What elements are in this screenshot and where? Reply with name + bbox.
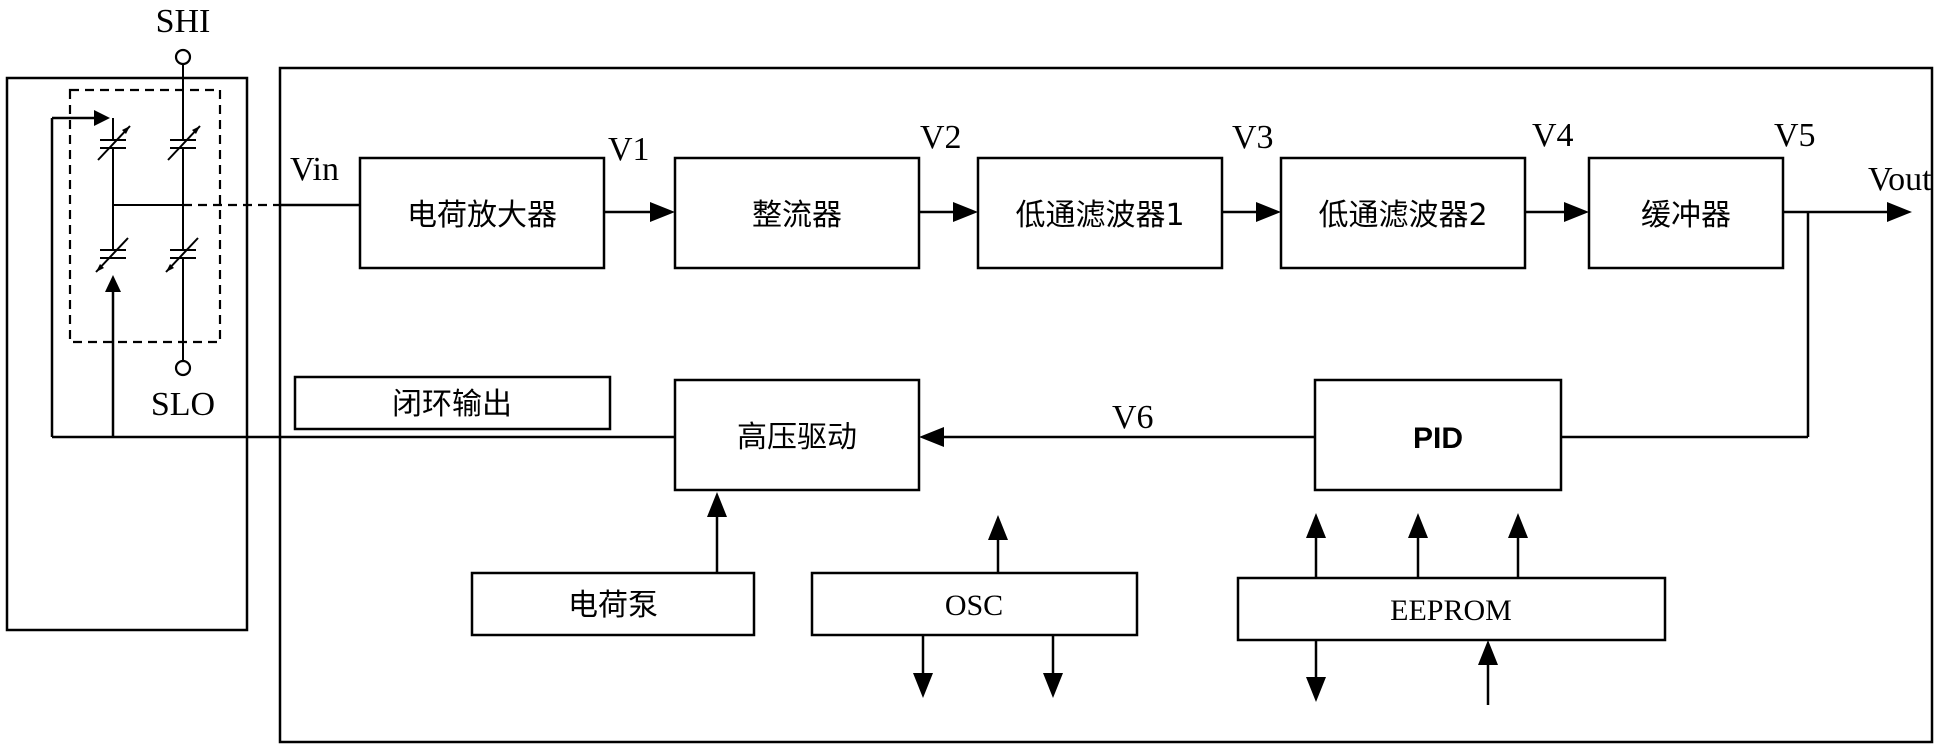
buffer-label: 缓冲器 — [1641, 198, 1731, 233]
v3-label: V3 — [1232, 119, 1274, 156]
arrow-v4 — [1564, 202, 1589, 222]
v1-label: V1 — [608, 131, 650, 168]
rectifier-block — [673, 156, 921, 270]
capacitor-bridge-group — [68, 88, 222, 344]
arrow-v1 — [650, 202, 675, 222]
vin-label: Vin — [290, 151, 339, 188]
eeprom-pid-arrow-1 — [1306, 513, 1326, 538]
charge-amplifier-label: 电荷放大器 — [407, 198, 557, 233]
osc-label: OSC — [945, 589, 1003, 622]
osc-down-arrow-2 — [1043, 673, 1063, 698]
pid-block — [1313, 378, 1563, 492]
eeprom-label: EEPROM — [1390, 594, 1512, 627]
eeprom-up-arrow — [1478, 640, 1498, 665]
sensor-enclosure — [5, 76, 249, 632]
high-voltage-driver-label: 高压驱动 — [737, 420, 857, 455]
osc-up-arrow — [988, 515, 1008, 540]
high-voltage-driver-block — [673, 378, 921, 492]
low-pass-filter-2-block — [1279, 156, 1527, 270]
low-pass-filter-2-label: 低通滤波器2 — [1318, 198, 1487, 233]
osc-block — [810, 571, 1139, 637]
vout-arrow — [1887, 202, 1912, 222]
eeprom-pid-arrow-2 — [1408, 513, 1428, 538]
eeprom-down-arrow — [1306, 677, 1326, 702]
variable-capacitor-icon — [52, 110, 201, 437]
arrow-v3 — [1256, 202, 1281, 222]
arrow-v6 — [919, 427, 944, 447]
low-pass-filter-1-label: 低通滤波器1 — [1015, 198, 1184, 233]
vout-label: Vout — [1868, 161, 1932, 198]
rectifier-label: 整流器 — [752, 198, 842, 233]
slo-label: SLO — [151, 386, 215, 423]
arrow-v2 — [953, 202, 978, 222]
chip-boundary — [278, 66, 1934, 744]
closed-loop-output-block — [293, 375, 612, 431]
charge-pump-label: 电荷泵 — [568, 588, 658, 623]
v6-label: V6 — [1112, 399, 1154, 436]
v2-label: V2 — [920, 119, 962, 156]
charge-pump-block — [470, 571, 756, 637]
v4-label: V4 — [1532, 117, 1574, 154]
eeprom-block — [1236, 576, 1667, 642]
pid-label: PID — [1413, 422, 1463, 455]
closed-loop-output-label: 闭环输出 — [392, 387, 512, 422]
charge-pump-arrow — [707, 492, 727, 517]
shi-label: SHI — [156, 3, 211, 40]
eeprom-pid-arrow-3 — [1508, 513, 1528, 538]
shi-terminal — [174, 48, 192, 66]
v5-label: V5 — [1774, 117, 1816, 154]
osc-down-arrow-1 — [913, 673, 933, 698]
slo-terminal — [174, 359, 192, 377]
